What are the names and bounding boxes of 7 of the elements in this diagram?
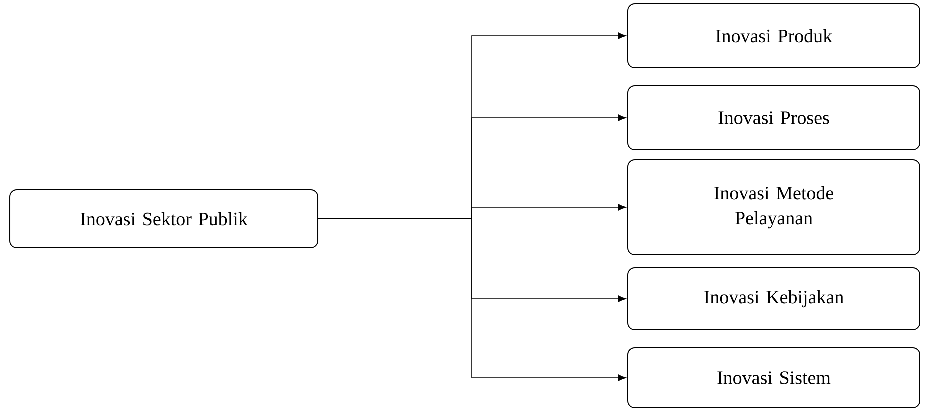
category-box: Inovasi Produk xyxy=(628,4,920,68)
category-box: Inovasi Sektor Publik xyxy=(10,190,318,248)
category-box: Inovasi Proses xyxy=(628,86,920,150)
category-box: Inovasi Metode Pelayanan xyxy=(628,160,920,256)
category-box: Inovasi Kebijakan xyxy=(628,268,920,330)
category-box: Inovasi Sistem xyxy=(628,348,920,408)
arrow xyxy=(318,218,626,382)
